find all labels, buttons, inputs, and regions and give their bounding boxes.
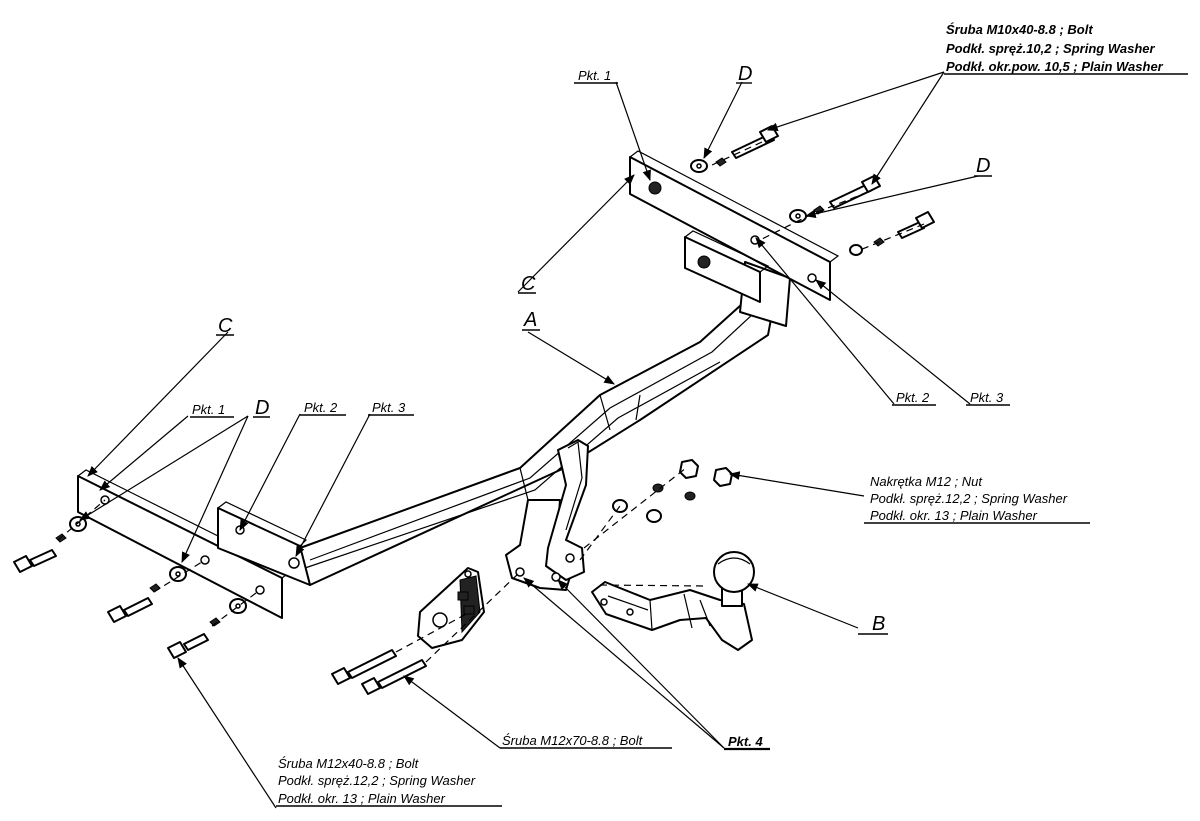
label-pkt3-left: Pkt. 3 bbox=[372, 400, 406, 415]
note-nut-line1: Nakrętka M12 ; Nut bbox=[870, 474, 983, 489]
tow-ball-arm bbox=[591, 551, 755, 651]
label-pkt3-right: Pkt. 3 bbox=[970, 390, 1004, 405]
left-fasteners bbox=[13, 516, 247, 659]
note-bottom-left-line3: Podkł. okr. 13 ; Plain Washer bbox=[278, 791, 446, 806]
label-d-top: D bbox=[738, 63, 752, 85]
note-top-right-line2: Podkł. spręż.10,2 ; Spring Washer bbox=[946, 41, 1155, 56]
label-pkt2-left: Pkt. 2 bbox=[304, 400, 338, 415]
note-bottom-left: Śruba M12x40-8.8 ; Bolt Podkł. spręż.12,… bbox=[276, 756, 502, 807]
label-pkt4: Pkt. 4 bbox=[728, 734, 763, 749]
note-top-right-line1: Śruba M10x40-8.8 ; Bolt bbox=[946, 22, 1093, 37]
label-b: B bbox=[872, 613, 885, 635]
label-a: A bbox=[523, 309, 537, 331]
note-bottom-left-line2: Podkł. spręż.12,2 ; Spring Washer bbox=[278, 773, 476, 788]
socket-plate bbox=[417, 567, 485, 649]
center-nuts-washers bbox=[612, 459, 733, 523]
right-bracket-inner bbox=[684, 230, 770, 303]
hitch-mount-plate bbox=[505, 439, 589, 591]
cross-beam bbox=[299, 261, 791, 586]
right-bracket-outer bbox=[629, 150, 840, 301]
note-nut-line3: Podkł. okr. 13 ; Plain Washer bbox=[870, 508, 1038, 523]
label-pkt2-right: Pkt. 2 bbox=[896, 390, 930, 405]
label-d-right: D bbox=[976, 155, 990, 177]
note-top-right-line3: Podkł. okr.pow. 10,5 ; Plain Washer bbox=[946, 59, 1164, 74]
note-nut-group: Nakrętka M12 ; Nut Podkł. spręż.12,2 ; S… bbox=[864, 474, 1090, 524]
part-labels: C Pkt. 1 D Pkt. 2 Pkt. 3 A C Pkt. 1 D D … bbox=[190, 63, 1010, 751]
note-bolt-m12x70: Śruba M12x70-8.8 ; Bolt bbox=[500, 733, 672, 749]
note-top-right: Śruba M10x40-8.8 ; Bolt Podkł. spręż.10,… bbox=[944, 22, 1188, 75]
note-nut-line2: Podkł. spręż.12,2 ; Spring Washer bbox=[870, 491, 1068, 506]
note-bolt-m12x70-text: Śruba M12x70-8.8 ; Bolt bbox=[502, 733, 644, 748]
label-c-left: C bbox=[218, 315, 233, 337]
note-bottom-left-line1: Śruba M12x40-8.8 ; Bolt bbox=[278, 756, 420, 771]
label-d-left: D bbox=[255, 397, 269, 419]
leader-lines bbox=[79, 71, 979, 809]
label-pkt1-right: Pkt. 1 bbox=[578, 68, 611, 83]
bottom-bolts bbox=[331, 649, 427, 695]
label-c-right: C bbox=[521, 273, 536, 295]
label-pkt1-left: Pkt. 1 bbox=[192, 402, 225, 417]
